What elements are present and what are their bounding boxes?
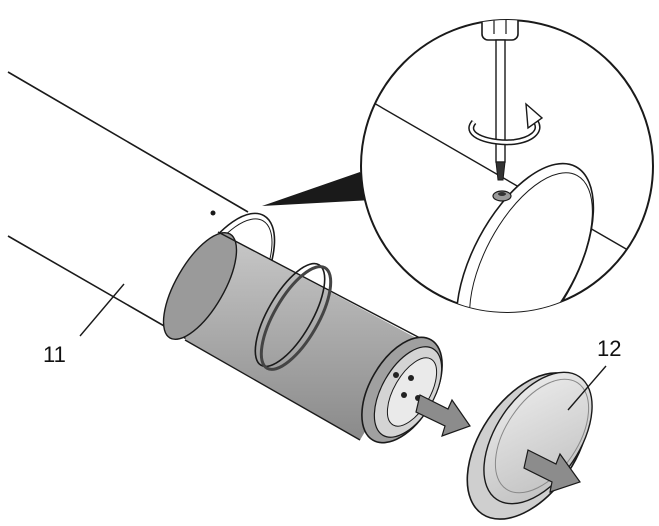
leader-line-12 — [567, 365, 607, 411]
screwdriver-icon — [481, 20, 519, 181]
rotate-arrow-icon — [468, 102, 544, 146]
end-cap — [466, 371, 593, 520]
magnifier-pointer — [262, 172, 372, 206]
detail-magnifier — [360, 19, 654, 313]
leader-line-11 — [79, 283, 125, 337]
screw-hole — [210, 210, 216, 216]
callout-12: 12 — [597, 336, 622, 361]
cap-removal-arrow-icon — [523, 449, 581, 493]
removal-arrow-icon — [415, 394, 471, 437]
inner-cylinder — [162, 231, 443, 444]
callout-11: 11 — [43, 342, 66, 367]
